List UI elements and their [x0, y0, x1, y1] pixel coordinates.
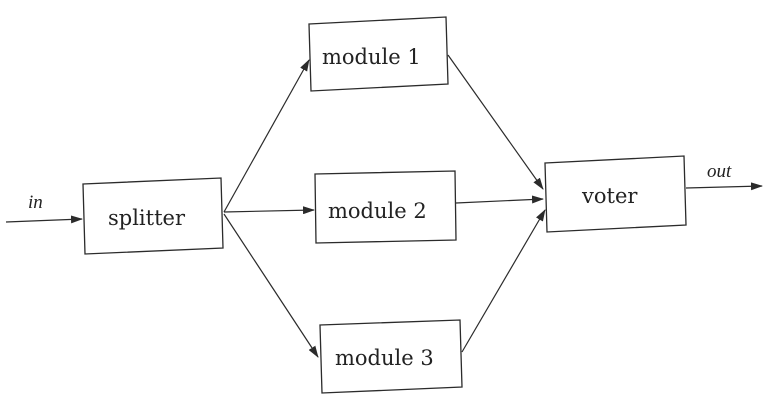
splitter-block: splitter	[82, 177, 224, 255]
voter-label: voter	[581, 184, 638, 208]
module-3-block: module 3	[319, 319, 463, 394]
module-1-block: module 1	[308, 16, 449, 92]
voter-block: voter	[544, 155, 687, 233]
module-2-label: module 2	[328, 199, 427, 223]
module-2-block: module 2	[314, 170, 457, 244]
module-1-label: module 1	[322, 45, 421, 69]
module-1-to-voter-arrow	[447, 54, 544, 190]
module-3-to-voter-arrow	[461, 209, 546, 353]
input-label: in	[28, 192, 43, 213]
module-2-to-voter-arrow	[455, 195, 544, 204]
output-arrow	[685, 182, 763, 191]
splitter-to-module-1-arrow	[223, 59, 310, 213]
output-label: out	[707, 161, 732, 182]
splitter-to-module-3-arrow	[223, 213, 319, 358]
splitter-to-module-2-arrow	[223, 206, 315, 215]
splitter-label: splitter	[108, 206, 186, 230]
input-arrow	[5, 215, 83, 224]
module-3-label: module 3	[335, 346, 434, 370]
